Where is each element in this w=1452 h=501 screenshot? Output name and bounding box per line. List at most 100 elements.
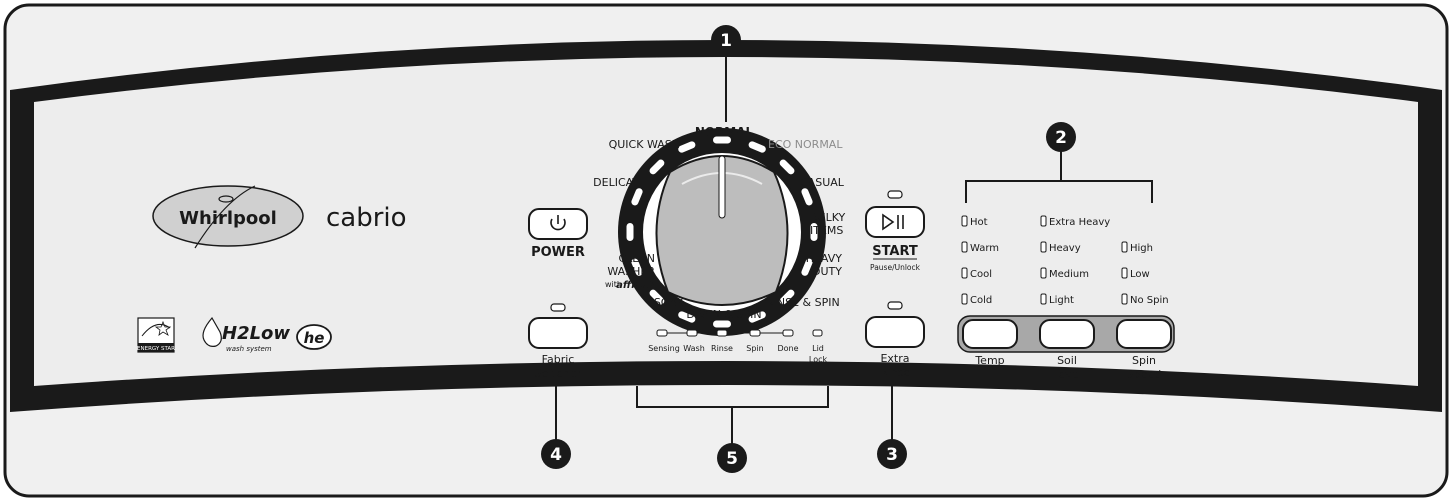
he-logo-text: he	[304, 329, 325, 347]
callout-3-number: 3	[886, 445, 898, 465]
pause-unlock-label: Pause/Unlock	[870, 263, 921, 272]
dial-segment	[626, 223, 634, 241]
option-level-label: Light	[1049, 295, 1074, 306]
dial-segment	[713, 136, 731, 144]
cycle-rinse-spin-label: RINSE & SPIN	[766, 296, 840, 309]
dial-segment	[801, 188, 813, 206]
cycle-soak-label: SOAK	[654, 296, 685, 309]
dial-pointer	[718, 155, 726, 219]
start-indicator	[887, 190, 903, 199]
temp-button[interactable]	[962, 319, 1018, 349]
option-level-light	[1121, 267, 1128, 279]
cycle-bulky-items-label-line1: BULKY	[810, 211, 846, 224]
option-level-label: Low	[1130, 269, 1150, 280]
dial-segment	[713, 320, 731, 328]
dial-segment	[748, 141, 766, 153]
cycle-dial[interactable]	[618, 128, 826, 336]
status-light	[686, 329, 698, 337]
status-light	[749, 329, 761, 337]
h2low-logo-text: H2Low	[222, 323, 290, 344]
cycle-normal-label: NORMAL	[695, 125, 754, 139]
option-level-light	[1121, 293, 1128, 305]
lid-lock-label-line1: Lid	[812, 344, 824, 353]
cycle-eco-normal-label: ECO NORMAL	[768, 138, 843, 151]
dial-segment	[779, 159, 795, 175]
soil-level-label-line2: Level	[1052, 368, 1081, 381]
option-level-light	[961, 241, 968, 253]
water-drop-icon	[202, 316, 222, 347]
option-level-label: Extra Heavy	[1049, 217, 1110, 228]
callout-4-number: 4	[550, 445, 562, 465]
status-label: Done	[777, 344, 798, 353]
fabric-softener-button[interactable]	[528, 317, 588, 349]
cabrio-logo-text: cabrio	[326, 203, 407, 233]
status-label: Rinse	[711, 344, 733, 353]
option-level-label: Warm	[970, 243, 999, 254]
callout-1-marker	[711, 25, 741, 55]
option-level-label: High	[1130, 243, 1153, 254]
spin-speed-label-line2: Speed	[1127, 368, 1161, 381]
dial-segment	[649, 289, 665, 305]
dial-segment	[631, 188, 643, 206]
whirlpool-logo-text: Whirlpool	[179, 208, 277, 229]
spin-speed-button[interactable]	[1116, 319, 1172, 349]
dial-segment	[801, 258, 813, 276]
dial-knob[interactable]	[655, 155, 789, 306]
option-level-label: Cold	[970, 295, 992, 306]
temp-label: Temp	[974, 354, 1004, 367]
start-label: START	[872, 244, 918, 259]
option-level-light	[961, 215, 968, 227]
start-pause-button[interactable]	[865, 206, 925, 238]
cycle-clean-washer-label-line2: WASHER	[607, 265, 655, 278]
cycle-delicate-label: DELICATE	[593, 176, 646, 189]
option-level-light	[1040, 267, 1047, 279]
cycle-clean-washer-with-text: with	[605, 280, 622, 289]
h2low-subtext: wash system	[226, 345, 272, 353]
dial-segment	[779, 289, 795, 305]
whirlpool-logo-mark	[218, 195, 234, 203]
fabric-softener-indicator	[550, 303, 566, 312]
option-level-label: No Spin	[1130, 295, 1169, 306]
he-logo-badge	[296, 324, 332, 350]
lid-lock-label-line2: Lock	[809, 355, 828, 364]
dial-segment	[678, 141, 696, 153]
dial-segments	[626, 136, 818, 328]
power-icon	[550, 215, 566, 231]
energy-star-bar	[138, 343, 174, 352]
option-level-label: Medium	[1049, 269, 1089, 280]
callout-2-number: 2	[1055, 128, 1067, 148]
spin-speed-label-line1: Spin	[1132, 354, 1156, 367]
callout-5-marker	[717, 443, 747, 473]
callout-3-marker	[877, 439, 907, 469]
extra-rinse-label-line2: Rinse	[880, 366, 910, 379]
extra-rinse-label-line1: Extra	[880, 352, 909, 365]
whirlpool-logo-badge	[152, 185, 304, 247]
dial-segment	[748, 311, 766, 323]
status-label: Wash	[683, 344, 705, 353]
cycle-bulky-items-label-line2: ITEMS	[810, 224, 843, 237]
option-level-light	[1040, 293, 1047, 305]
status-light	[782, 329, 794, 337]
callout-2-marker	[1046, 122, 1076, 152]
option-level-light	[1121, 241, 1128, 253]
cycle-casual-label: CASUAL	[800, 176, 845, 189]
play-pause-icon	[882, 213, 904, 231]
dial-segment	[678, 311, 696, 323]
whirlpool-logo-swoosh	[194, 185, 256, 249]
soil-level-button[interactable]	[1039, 319, 1095, 349]
status-light	[656, 329, 668, 337]
dial-segment	[631, 258, 643, 276]
option-level-light	[961, 267, 968, 279]
extra-rinse-button[interactable]	[865, 316, 925, 348]
affresh-logo-text: affresh	[616, 280, 656, 291]
option-level-light	[1040, 215, 1047, 227]
callout-5-number: 5	[726, 449, 738, 469]
option-level-light	[1040, 241, 1047, 253]
cycle-clean-washer-label-line1: CLEAN	[618, 252, 655, 265]
callout-1-number: 1	[720, 31, 732, 51]
dial-segment	[649, 159, 665, 175]
callout-4-marker	[541, 439, 571, 469]
